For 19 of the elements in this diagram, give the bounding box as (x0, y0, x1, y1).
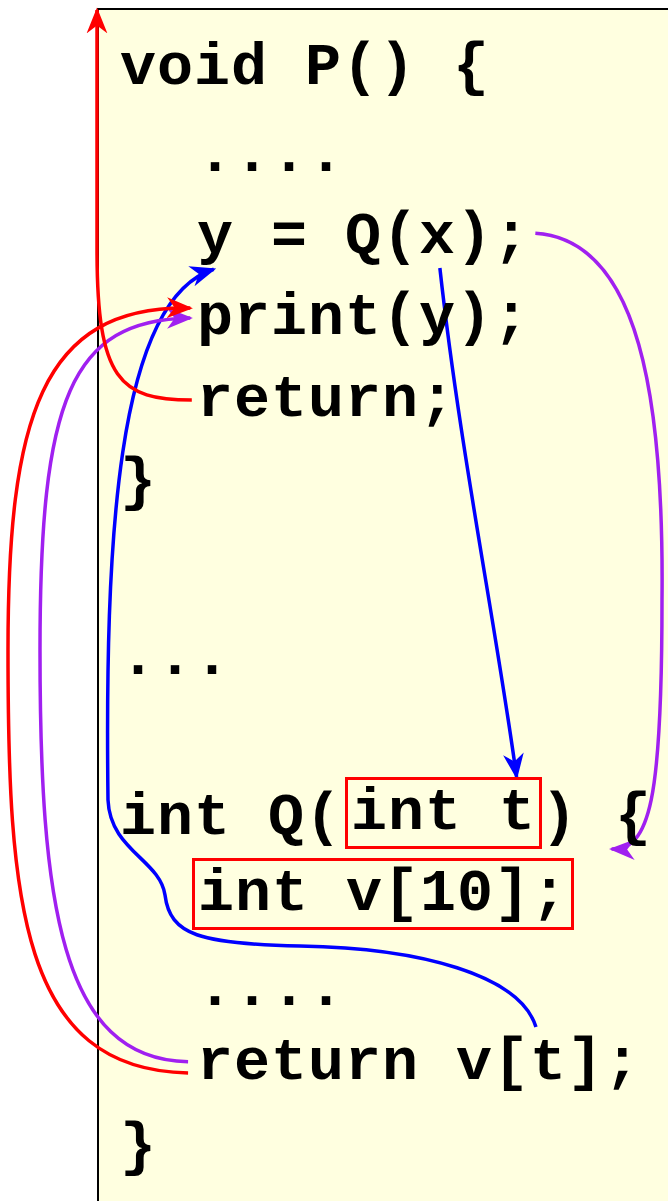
code-line: return v[t]; (197, 1032, 642, 1094)
code-line: ... (120, 627, 232, 689)
code-line: .... (197, 958, 346, 1020)
code-line: return; (197, 369, 457, 431)
code-line: void P() { (120, 37, 491, 99)
arrow (86, 7, 192, 402)
arrow (6, 298, 193, 1075)
code-line: } (120, 452, 157, 514)
arrow (105, 267, 538, 1028)
code-line: y = Q(x); (197, 206, 531, 268)
highlighted-code: int v[10]; (192, 858, 575, 930)
code-line: .... (197, 124, 346, 186)
code-line: ) { (541, 787, 653, 849)
arrow (535, 231, 664, 858)
code-line: int Q( (120, 787, 343, 849)
code-line: } (120, 1117, 157, 1179)
arrow (438, 267, 524, 780)
highlighted-code: int t (345, 777, 543, 849)
arrow (38, 309, 193, 1064)
